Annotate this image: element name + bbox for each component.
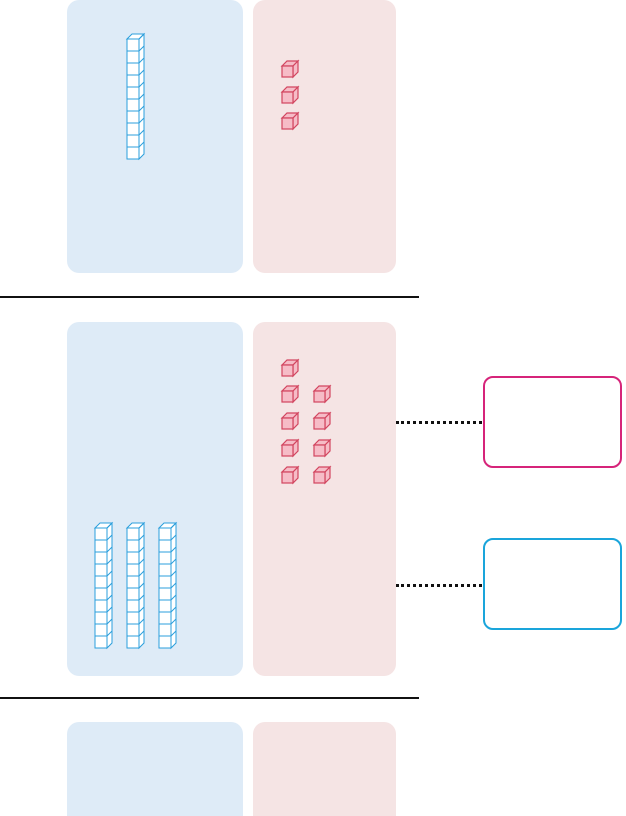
tens-answer-box[interactable] <box>483 538 622 630</box>
one-cube <box>312 411 332 431</box>
middle-tens-blocks <box>93 521 178 650</box>
one-cube <box>280 358 300 378</box>
row-divider-2 <box>0 697 419 699</box>
one-cube <box>280 465 300 485</box>
ones-answer-box[interactable] <box>483 376 622 468</box>
top-ones-panel <box>253 0 396 273</box>
ten-rod <box>93 521 114 650</box>
one-cube <box>280 111 300 131</box>
tens-connector-dots <box>396 584 482 587</box>
ten-rod <box>157 521 178 650</box>
one-cube <box>312 384 332 404</box>
one-cube <box>280 411 300 431</box>
middle-ones-blocks <box>280 358 332 485</box>
middle-ones-panel <box>253 322 396 676</box>
one-cube <box>280 438 300 458</box>
one-cube <box>280 59 300 79</box>
one-cube <box>312 465 332 485</box>
ten-rod <box>125 521 146 650</box>
bottom-ones-panel <box>253 722 396 816</box>
row-divider-1 <box>0 296 419 298</box>
one-cube <box>280 384 300 404</box>
bottom-tens-panel <box>67 722 243 816</box>
one-cube <box>312 438 332 458</box>
ten-rod <box>125 32 146 161</box>
top-tens-panel <box>67 0 243 273</box>
top-ones-blocks <box>280 59 300 131</box>
one-cube <box>280 85 300 105</box>
ones-connector-dots <box>396 421 482 424</box>
top-tens-blocks <box>125 32 146 161</box>
